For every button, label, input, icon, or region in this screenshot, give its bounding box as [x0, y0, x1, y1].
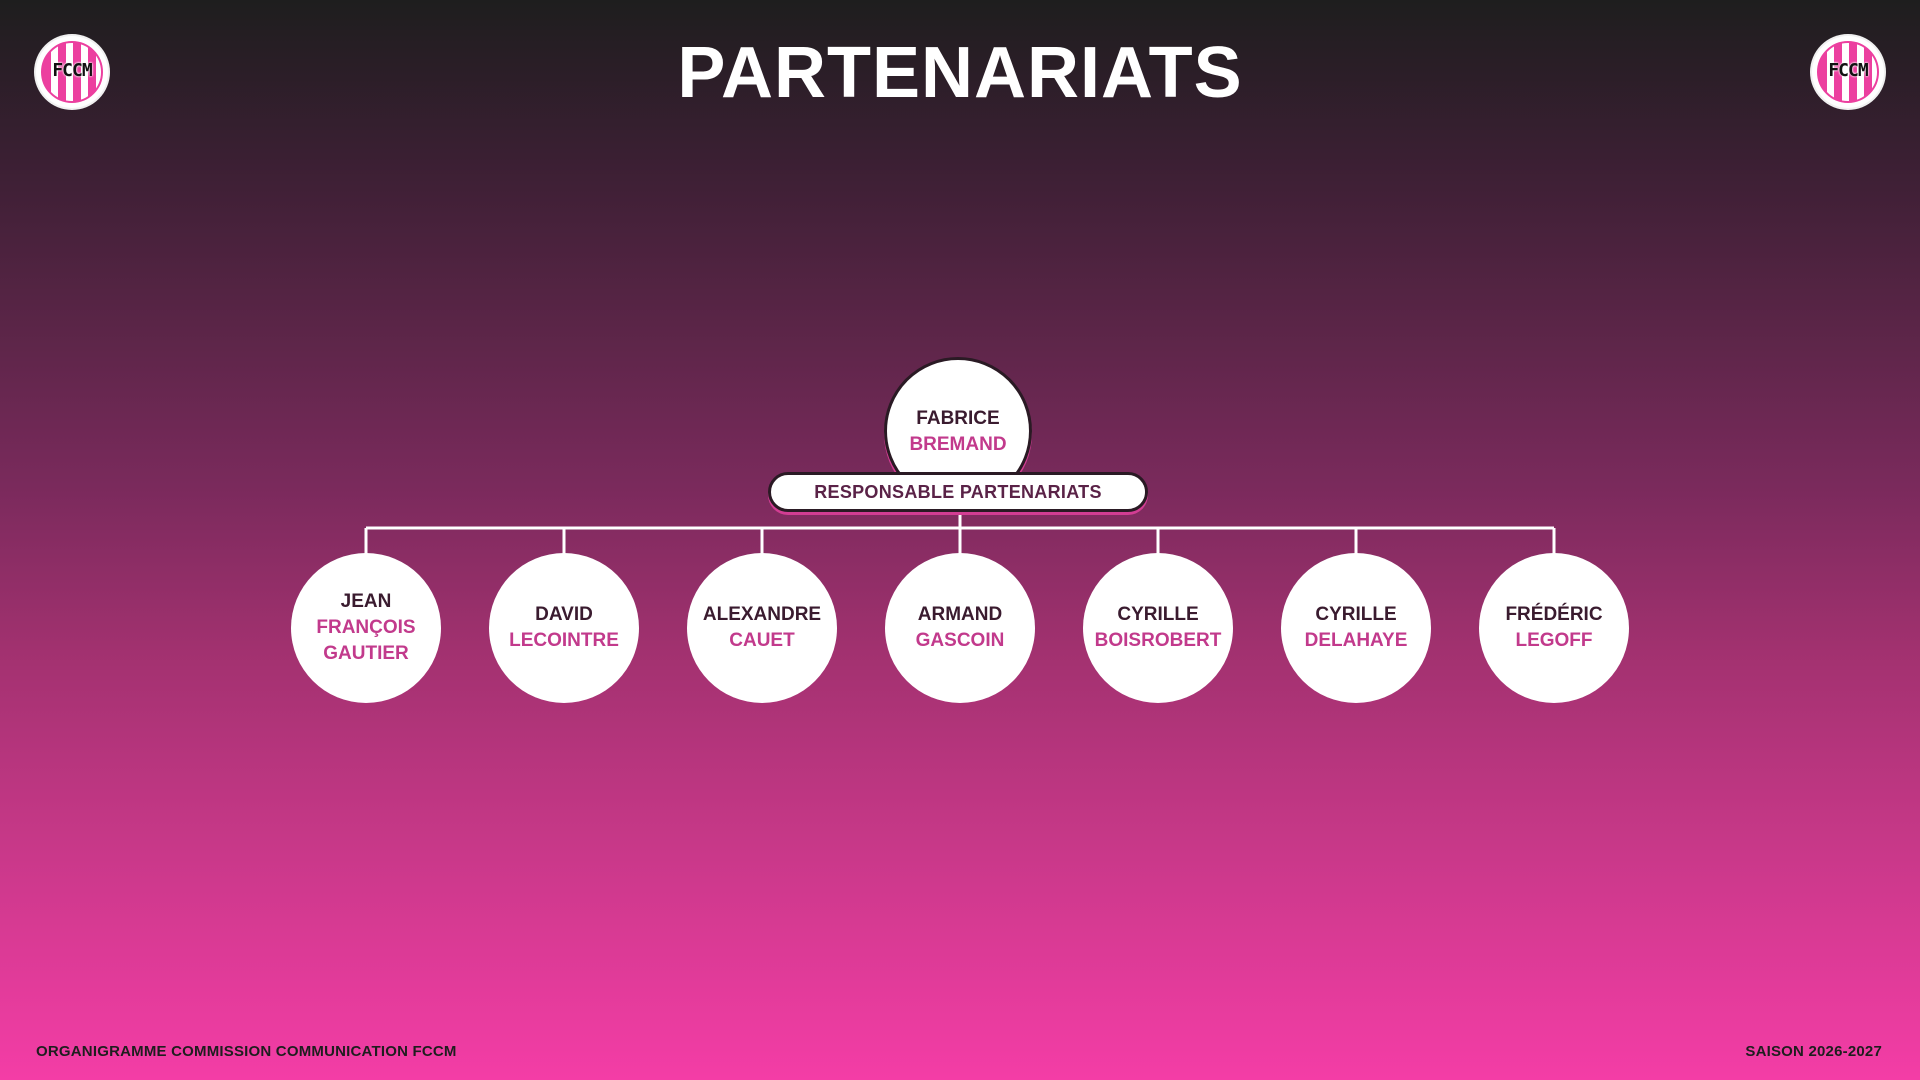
club-logo-left: FCCM — [36, 36, 108, 108]
member-last-name: FRANÇOIS — [316, 617, 416, 638]
club-logo-right: FCCM — [1812, 36, 1884, 108]
member-first-name: DAVID — [535, 604, 593, 625]
member-first-name: CYRILLE — [1117, 604, 1199, 625]
root-first-name: FABRICE — [916, 408, 1000, 429]
member-node: FRÉDÉRIC LEGOFF — [1479, 553, 1629, 703]
member-last-name: GAUTIER — [323, 643, 409, 664]
member-node: CYRILLE BOISROBERT — [1083, 553, 1233, 703]
footer-caption: ORGANIGRAMME COMMISSION COMMUNICATION FC… — [36, 1043, 457, 1060]
member-node: DAVID LECOINTRE — [489, 553, 639, 703]
member-last-name: LECOINTRE — [509, 630, 619, 651]
member-node: ALEXANDRE CAUET — [687, 553, 837, 703]
member-first-name: CYRILLE — [1315, 604, 1397, 625]
member-node: CYRILLE DELAHAYE — [1281, 553, 1431, 703]
member-last-name: CAUET — [729, 630, 795, 651]
member-first-name: FRÉDÉRIC — [1505, 604, 1603, 625]
root-role-label: RESPONSABLE PARTENARIATS — [768, 472, 1148, 512]
member-last-name: GASCOIN — [915, 630, 1005, 651]
logo-stripes — [41, 41, 103, 103]
member-last-name: DELAHAYE — [1304, 630, 1408, 651]
page-title: PARTENARIATS — [677, 33, 1243, 113]
member-node: JEAN FRANÇOIS GAUTIER — [291, 553, 441, 703]
logo-text: FCCM — [52, 60, 92, 81]
member-first-name: JEAN — [340, 591, 392, 612]
root-last-name: BREMAND — [909, 434, 1007, 455]
member-first-name: ALEXANDRE — [702, 604, 822, 625]
logo-stripes — [1817, 41, 1879, 103]
member-node: ARMAND GASCOIN — [885, 553, 1035, 703]
member-first-name: ARMAND — [917, 604, 1003, 625]
member-last-name: LEGOFF — [1515, 630, 1593, 651]
member-last-name: BOISROBERT — [1094, 630, 1222, 651]
logo-text: FCCM — [1828, 60, 1868, 81]
footer-season: SAISON 2026-2027 — [1745, 1043, 1882, 1060]
